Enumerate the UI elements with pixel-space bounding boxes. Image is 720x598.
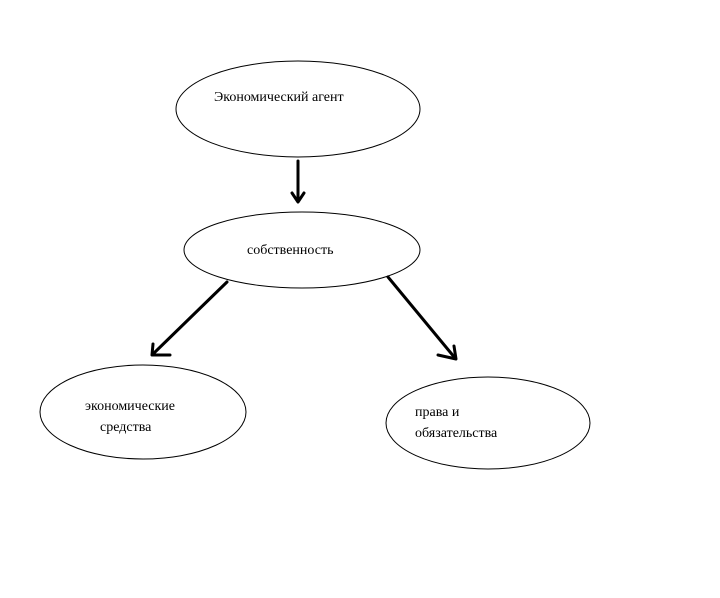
node-property-label: собственность <box>247 243 334 258</box>
node-rights-label-line1: права и <box>415 405 460 420</box>
node-rights-label-line2: обязательства <box>415 426 498 441</box>
node-property-shape <box>183 211 421 289</box>
edge-property-means <box>151 280 229 356</box>
node-means-label: экономические средства <box>85 396 175 438</box>
node-means-shape <box>39 364 247 460</box>
node-rights-shape <box>385 376 591 470</box>
node-agent-shape <box>175 60 421 158</box>
arrowhead-agent-property <box>290 191 306 204</box>
edge-property-rights <box>386 275 457 360</box>
node-means-label-line2: средства <box>100 420 152 435</box>
node-agent-label: Экономический агент <box>214 90 344 105</box>
arrowhead-property-means <box>150 342 172 357</box>
node-means-label-line1: экономические <box>85 399 176 414</box>
node-rights-label: права и обязательства <box>415 402 497 444</box>
arrowhead-property-rights <box>436 344 458 361</box>
